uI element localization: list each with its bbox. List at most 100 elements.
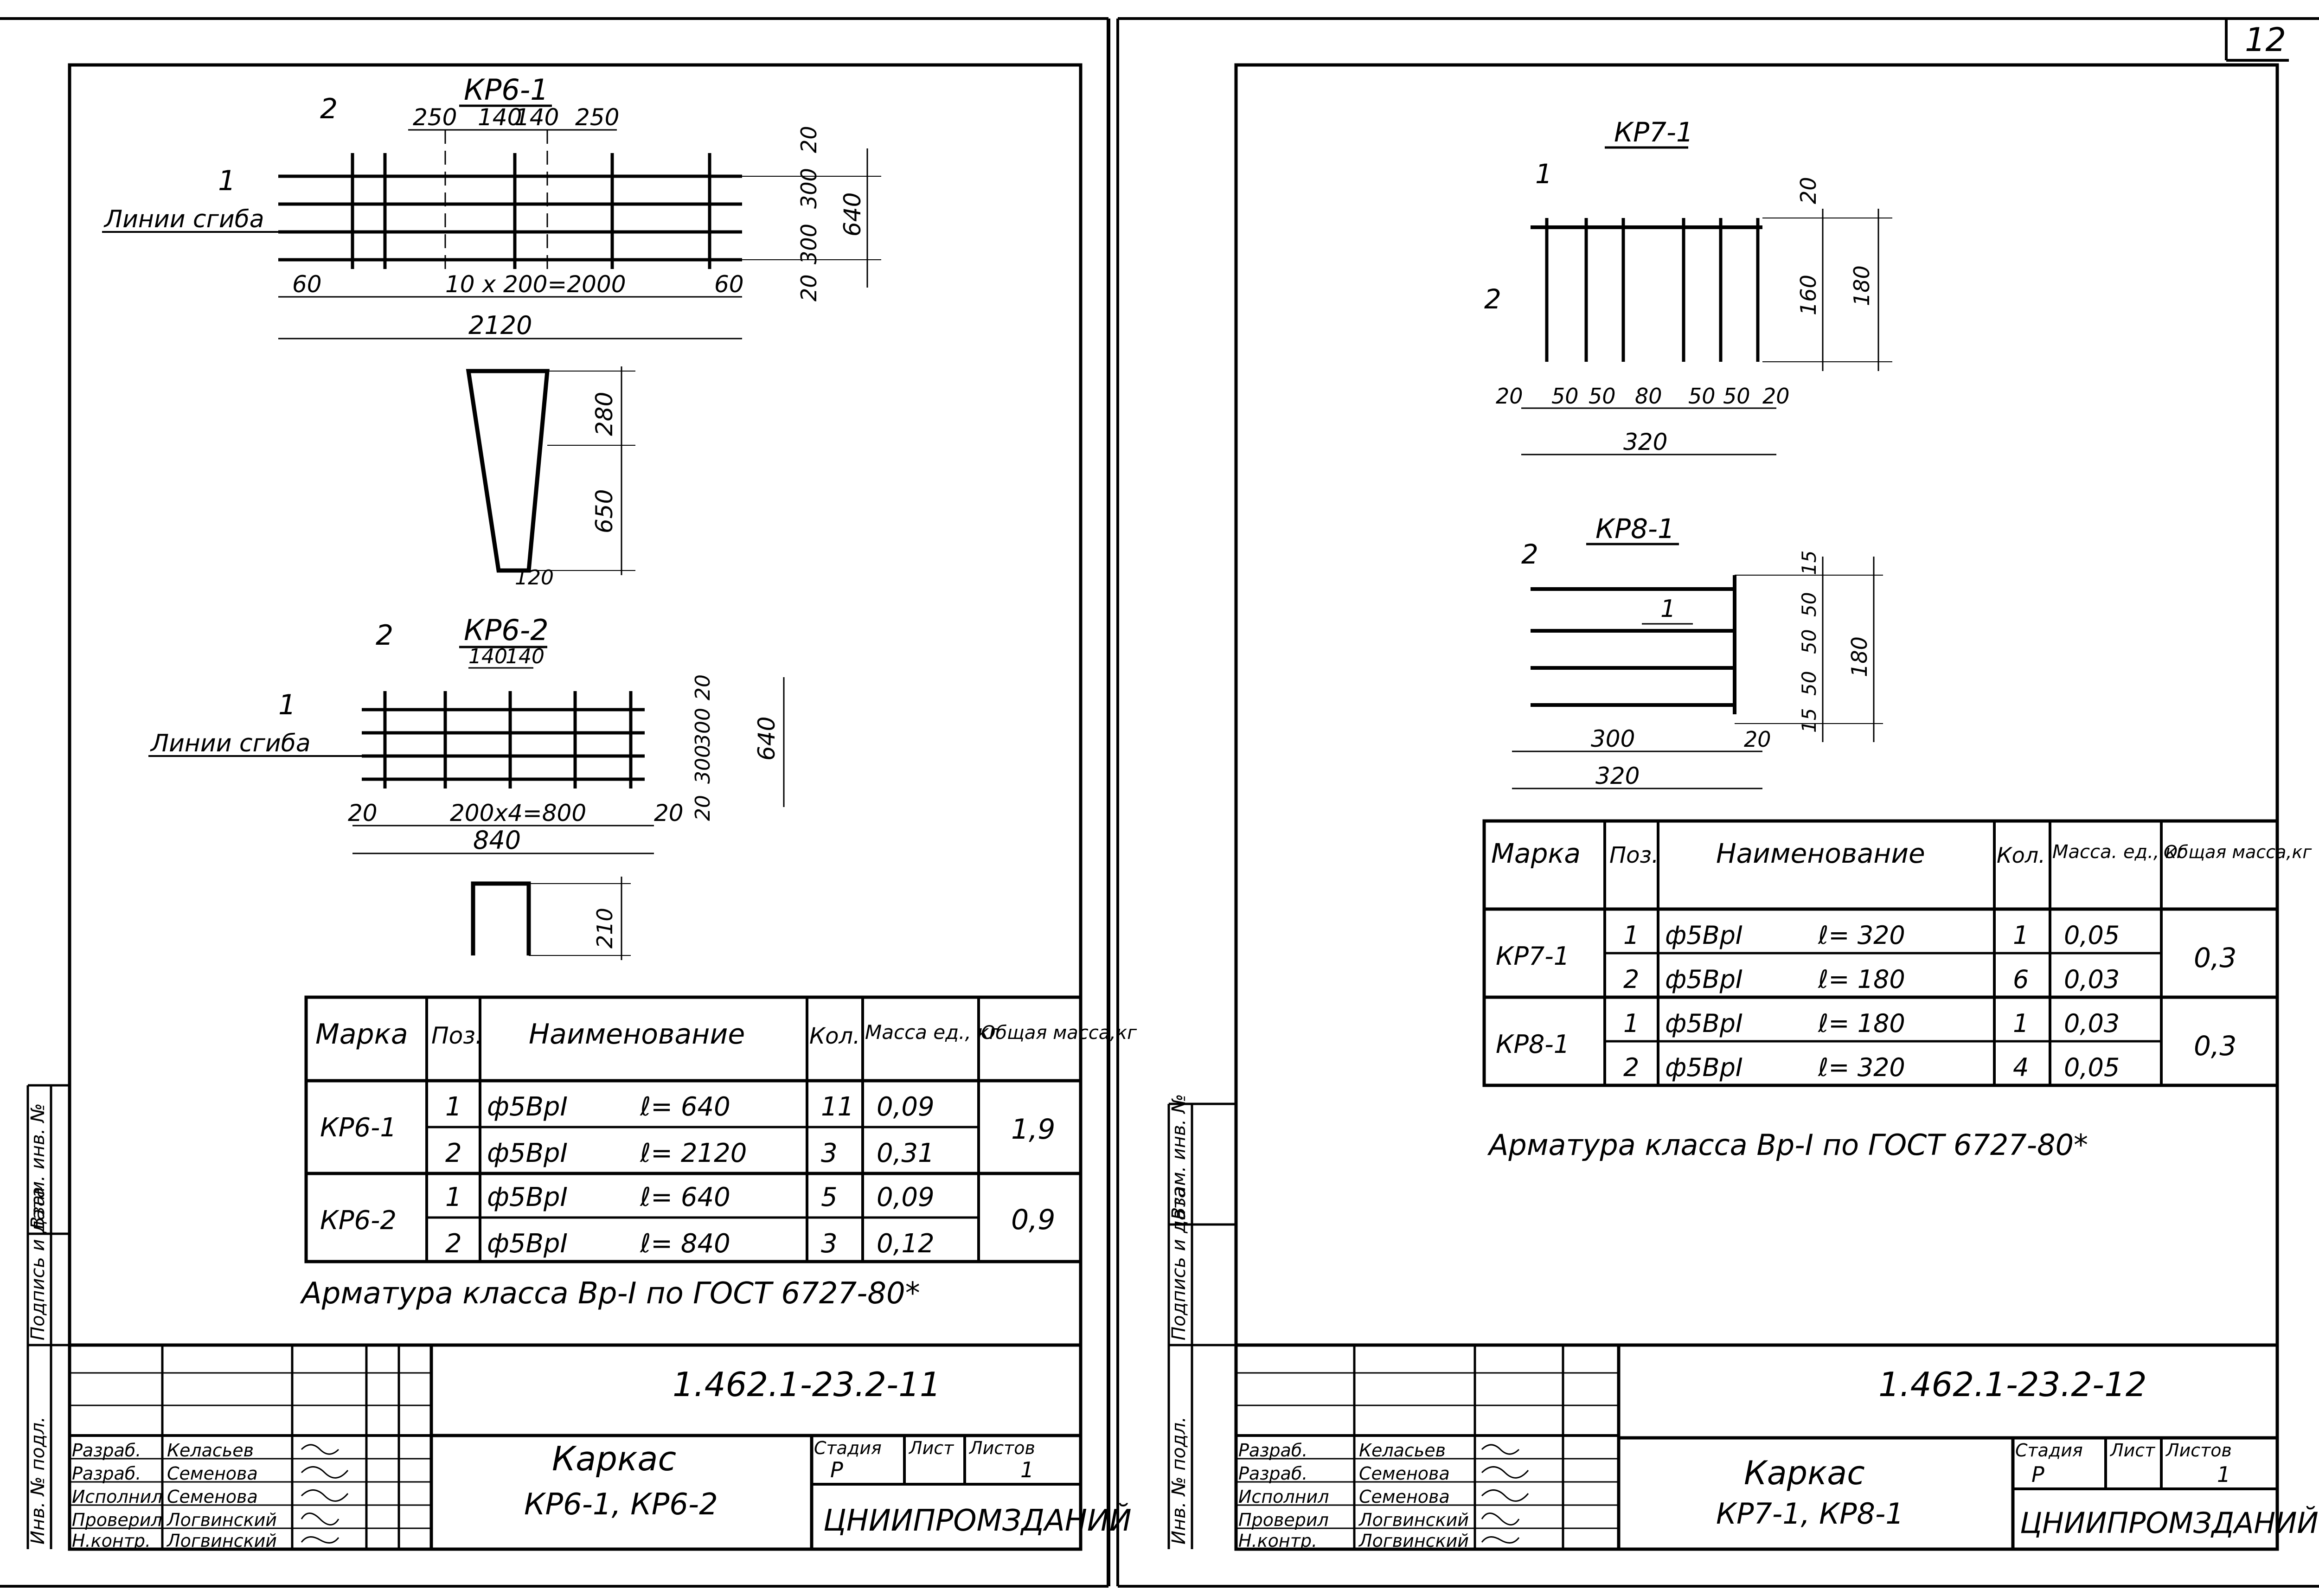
kr6-1-top-dim-4: 250 bbox=[575, 104, 619, 131]
kr8-1-right-dim-3: 50 bbox=[1798, 629, 1820, 654]
kr6-2-top-dim-1: 140 bbox=[468, 645, 507, 668]
kr8-1-total: 320 bbox=[1595, 763, 1640, 789]
right-table-header-pos: Поз. bbox=[1609, 842, 1659, 868]
kr6-1-section-dim-2: 650 bbox=[591, 489, 618, 533]
kr6-2-top-dim-2: 140 bbox=[506, 645, 545, 668]
kr6-2-total: 840 bbox=[473, 826, 521, 855]
kr6-2-section: 210 bbox=[471, 877, 631, 960]
left-table-header-mark: Марка bbox=[315, 1018, 408, 1051]
left-row4-pos: 2 bbox=[445, 1229, 462, 1259]
right-person-1: Келасьев bbox=[1359, 1440, 1446, 1461]
right-role-1: Разраб. bbox=[1238, 1440, 1307, 1461]
kr6-1-bottom-dim-3: 60 bbox=[714, 271, 744, 298]
left-person-1: Келасьев bbox=[167, 1440, 254, 1461]
left-row2-name: ф5ВрI bbox=[487, 1138, 568, 1168]
kr7-1-right-total: 180 bbox=[1849, 265, 1874, 306]
left-row1-unit: 0,09 bbox=[877, 1092, 935, 1122]
right-role-5: Н.контр. bbox=[1238, 1531, 1317, 1551]
right-stamp-name: Каркас bbox=[1744, 1454, 1865, 1492]
left-row4-qty: 3 bbox=[821, 1229, 838, 1259]
kr6-2-title: КР6-2 bbox=[464, 613, 549, 647]
right-row4-qty: 4 bbox=[2013, 1053, 2029, 1082]
kr7-1-total: 320 bbox=[1623, 429, 1667, 455]
right-person-3: Семенова bbox=[1359, 1487, 1450, 1507]
right-row3-pos: 1 bbox=[1623, 1009, 1639, 1038]
kr6-1-right-dim-2: 300 bbox=[796, 224, 821, 264]
kr6-1-top-dim-3: 140 bbox=[515, 104, 559, 131]
signature-5 bbox=[301, 1536, 340, 1544]
left-row3-name: ф5ВрI bbox=[487, 1182, 568, 1212]
right-row1-pos: 1 bbox=[1623, 921, 1639, 950]
left-row1-qty: 11 bbox=[821, 1092, 854, 1122]
left-person-2: Семенова bbox=[167, 1463, 258, 1484]
kr6-1-section-dim-3: 120 bbox=[515, 566, 554, 590]
kr6-1-top-dim-1: 250 bbox=[413, 104, 457, 131]
kr8-1-pos1: 1 bbox=[1660, 595, 1676, 623]
kr8-1-right-dim-4: 50 bbox=[1798, 671, 1820, 696]
signature-3 bbox=[301, 1489, 349, 1502]
kr6-1-bend-label: Линии сгиба bbox=[103, 205, 264, 233]
right-row4-unit: 0,05 bbox=[2064, 1053, 2120, 1082]
right-side-label-sign: Подпись и дата bbox=[1168, 1187, 1190, 1340]
right-row4-pos: 2 bbox=[1623, 1053, 1639, 1082]
left-row1-name: ф5ВрI bbox=[487, 1092, 568, 1122]
right-row3-name: ф5ВрI bbox=[1665, 1009, 1743, 1038]
left-row3-mark: КР6-2 bbox=[320, 1205, 397, 1236]
left-person-3: Семенова bbox=[167, 1487, 258, 1507]
kr6-2-bottom-dim-3: 20 bbox=[654, 800, 684, 827]
kr6-1-total: 2120 bbox=[468, 311, 532, 340]
kr6-1-title: КР6-1 bbox=[464, 73, 549, 107]
left-sheets-value: 1 bbox=[1020, 1457, 1034, 1482]
left-table-header-name: Наименование bbox=[529, 1018, 745, 1051]
left-sheets-label: Листов bbox=[968, 1438, 1035, 1458]
kr6-2-pos1: 1 bbox=[278, 689, 296, 721]
left-row3-qty: 5 bbox=[821, 1182, 838, 1212]
right-row1-len: ℓ= 320 bbox=[1818, 921, 1905, 950]
left-row4-name: ф5ВрI bbox=[487, 1229, 568, 1259]
right-stamp-subname: КР7-1, КР8-1 bbox=[1716, 1497, 1904, 1531]
kr7-1-drawing: КР7-1 1 2 20 50 50 80 50 50 20 320 2 bbox=[1484, 116, 1892, 455]
left-row3-len: ℓ= 640 bbox=[640, 1182, 730, 1212]
left-row2-len: ℓ= 2120 bbox=[640, 1138, 747, 1168]
signature-1 bbox=[301, 1444, 340, 1455]
right-person-5: Логвинский bbox=[1358, 1531, 1469, 1551]
left-role-1: Разраб. bbox=[72, 1440, 141, 1461]
left-stamp-subname: КР6-1, КР6-2 bbox=[524, 1487, 718, 1522]
left-row1-mark: КР6-1 bbox=[320, 1113, 397, 1143]
kr7-1-pos1: 1 bbox=[1535, 158, 1552, 190]
kr8-1-right-total: 180 bbox=[1847, 636, 1872, 677]
left-row1-pos: 1 bbox=[445, 1092, 462, 1122]
side-label-replace: Взам. инв. № bbox=[27, 1103, 49, 1229]
right-stage-label: Стадия bbox=[2015, 1440, 2083, 1461]
kr7-1-bottom-dim-4: 80 bbox=[1635, 384, 1662, 409]
right-row2-qty: 6 bbox=[2013, 965, 2029, 994]
right-side-strip: Инв. № подл. Подпись и дата Взам. инв. № bbox=[1167, 1094, 1236, 1549]
kr6-2-pos2: 2 bbox=[376, 619, 393, 652]
left-sheet-label: Лист bbox=[908, 1438, 955, 1458]
left-row2-pos: 2 bbox=[445, 1138, 462, 1168]
right-table-header-mark: Марка bbox=[1491, 838, 1581, 869]
kr6-1-bottom-dim-1: 60 bbox=[292, 271, 322, 298]
right-row3-total: 0,3 bbox=[2194, 1030, 2236, 1062]
right-row1-unit: 0,05 bbox=[2064, 921, 2120, 950]
right-person-2: Семенова bbox=[1359, 1463, 1450, 1484]
right-note: Арматура класса Вр-I по ГОСТ 6727-80* bbox=[1487, 1128, 2088, 1162]
left-row1-total: 1,9 bbox=[1011, 1113, 1055, 1146]
left-role-2: Разраб. bbox=[72, 1463, 141, 1484]
kr6-1-right-dim-3: 300 bbox=[796, 168, 821, 209]
kr6-2-drawing: КР6-2 2 1 140 140 Линии сгиба 20 200x4=8… bbox=[148, 613, 785, 855]
right-side-label-inv: Инв. № подл. bbox=[1168, 1417, 1190, 1545]
right-role-4: Проверил bbox=[1238, 1510, 1329, 1530]
left-organization: ЦНИИПРОМЗДАНИЙ bbox=[823, 1503, 1132, 1538]
left-row2-qty: 3 bbox=[821, 1138, 838, 1168]
right-row4-len: ℓ= 320 bbox=[1818, 1053, 1905, 1082]
kr7-1-bottom-dim-5: 50 bbox=[1688, 384, 1716, 409]
left-spec-table: Марка Поз. Наименование Кол. Масса ед., … bbox=[304, 995, 1137, 1263]
right-organization: ЦНИИПРОМЗДАНИЙ bbox=[2020, 1506, 2319, 1540]
left-person-4: Логвинский bbox=[166, 1510, 277, 1530]
kr6-1-right-total: 640 bbox=[839, 192, 866, 237]
left-table-header-total-mass: Общая масса,кг bbox=[981, 1022, 1137, 1044]
left-frame bbox=[68, 63, 1083, 1551]
right-signature-2 bbox=[1481, 1466, 1529, 1479]
right-table-header-name: Наименование bbox=[1716, 838, 1925, 869]
